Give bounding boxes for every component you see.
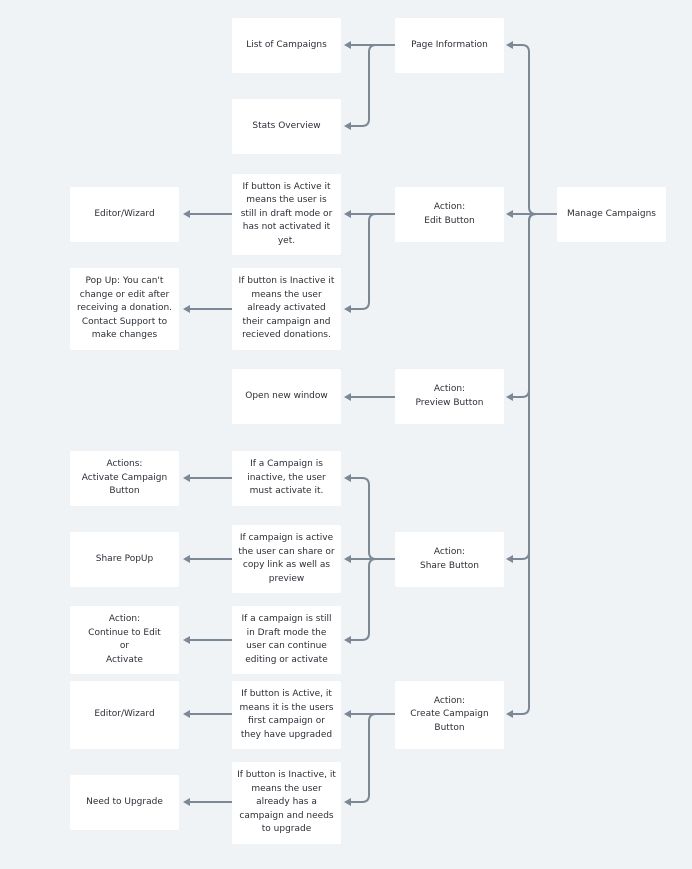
edge-create-to-active-arrow [344, 710, 351, 718]
node-preview-button: Action: Preview Button [395, 369, 504, 424]
node-create-active-condition: If button is Active, it means it is the … [232, 681, 341, 749]
edge-page-info-to-stats-line [349, 44, 396, 127]
edge-create-to-inactive-arrow [344, 798, 351, 806]
edge-edit-active-to-editor-arrow [183, 210, 190, 218]
edge-share-to-active-arrow [344, 555, 351, 563]
edge-manage-to-create-campaign-button-line [511, 213, 558, 715]
edge-edit-to-active-arrow [344, 210, 351, 218]
edge-share-to-inactive-line [349, 477, 396, 560]
node-editor-wizard-2: Editor/Wizard [70, 681, 179, 749]
node-create-inactive-condition: If button is Inactive, it means the user… [232, 762, 341, 844]
node-edit-button: Action: Edit Button [395, 187, 504, 242]
edge-manage-to-share-button-line [511, 213, 558, 560]
node-share-draft-condition: If a campaign is still in Draft mode the… [232, 606, 341, 674]
node-continue-edit-activate: Action: Continue to Edit or Activate [70, 606, 179, 674]
node-share-button: Action: Share Button [395, 532, 504, 587]
edge-manage-to-preview-button-line [511, 213, 558, 398]
node-page-information: Page Information [395, 18, 504, 73]
edge-share-draft-to-continue-arrow [183, 636, 190, 644]
edge-manage-to-preview-button-arrow [506, 393, 513, 401]
edge-share-inactive-to-activate-arrow [183, 474, 190, 482]
node-editor-wizard-1: Editor/Wizard [70, 187, 179, 242]
node-share-inactive-condition: If a Campaign is inactive, the user must… [232, 451, 341, 506]
node-edit-active-condition: If button is Active it means the user is… [232, 174, 341, 255]
node-open-new-window: Open new window [232, 369, 341, 424]
node-need-to-upgrade: Need to Upgrade [70, 775, 179, 830]
node-edit-inactive-condition: If button is Inactive it means the user … [232, 268, 341, 350]
edge-share-to-draft-arrow [344, 636, 351, 644]
node-popup-cant-change: Pop Up: You can't change or edit after r… [70, 268, 179, 350]
edge-manage-to-edit-button-arrow [506, 210, 513, 218]
edge-preview-to-window-arrow [344, 393, 351, 401]
edge-manage-to-page-information-arrow [506, 41, 513, 49]
node-activate-campaign-button: Actions: Activate Campaign Button [70, 451, 179, 506]
node-list-of-campaigns: List of Campaigns [232, 18, 341, 73]
edge-edit-to-inactive-arrow [344, 305, 351, 313]
edge-edit-to-inactive-line [349, 213, 396, 310]
node-share-popup: Share PopUp [70, 532, 179, 587]
edge-create-active-to-editor-arrow [183, 710, 190, 718]
edge-page-info-to-stats-arrow [344, 122, 351, 130]
edge-edit-inactive-to-popup-arrow [183, 305, 190, 313]
edge-create-to-inactive-line [349, 713, 396, 803]
edge-manage-to-create-campaign-button-arrow [506, 710, 513, 718]
edge-share-to-inactive-arrow [344, 474, 351, 482]
edge-manage-to-page-information-line [511, 44, 558, 215]
edge-create-inactive-to-upgrade-arrow [183, 798, 190, 806]
node-share-active-condition: If campaign is active the user can share… [232, 525, 341, 593]
edge-share-active-to-popup-arrow [183, 555, 190, 563]
edge-share-to-draft-line [349, 558, 396, 641]
edge-page-info-to-list-arrow [344, 41, 351, 49]
node-create-campaign-button: Action: Create Campaign Button [395, 681, 504, 749]
edge-manage-to-share-button-arrow [506, 555, 513, 563]
node-manage-campaigns: Manage Campaigns [557, 187, 666, 242]
node-stats-overview: Stats Overview [232, 99, 341, 154]
